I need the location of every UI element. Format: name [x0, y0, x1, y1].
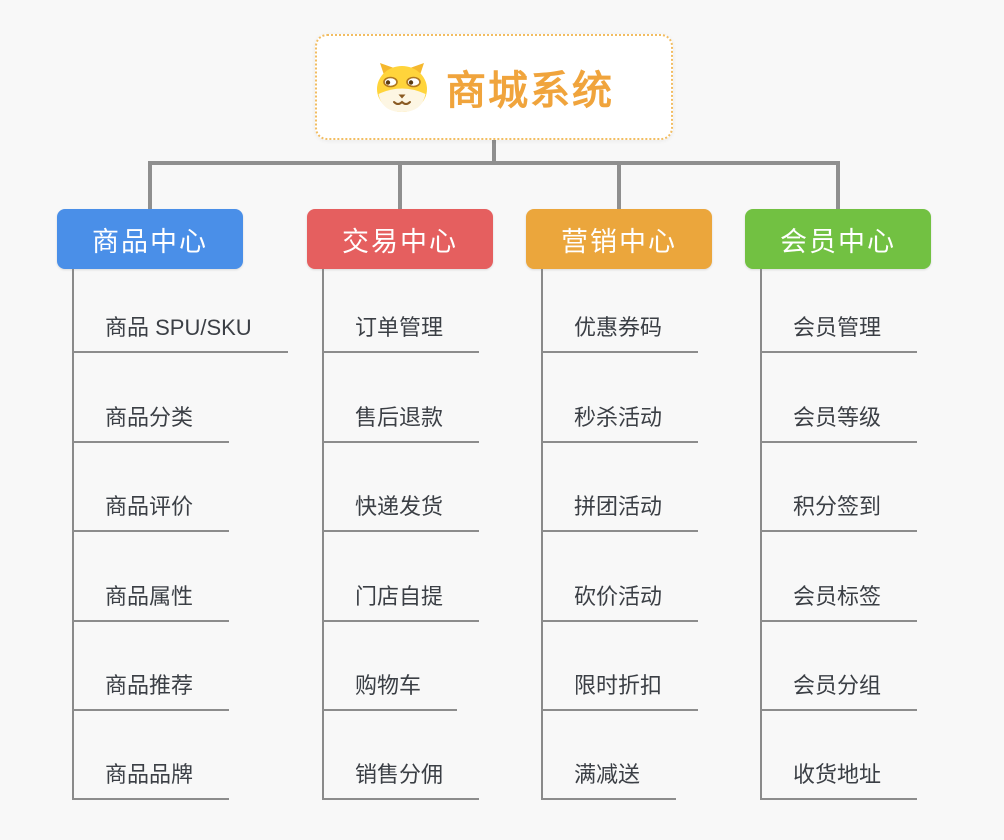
branch-child-rail [72, 269, 74, 800]
branch-marketing-center: 营销中心 优惠券码 秒杀活动 拼团活动 砍价活动 限时折扣 满减送 [526, 209, 846, 809]
child-topic[interactable]: 门店自提 [322, 580, 480, 622]
connector-horizontal-rail [148, 161, 840, 165]
child-topic[interactable]: 会员分组 [760, 669, 918, 711]
connector-root-stub [492, 140, 496, 164]
child-topic[interactable]: 会员等级 [760, 401, 918, 443]
child-topic[interactable]: 购物车 [322, 669, 458, 711]
connector-drop-product-center [148, 163, 152, 210]
child-topic[interactable]: 优惠券码 [541, 311, 699, 353]
root-topic-label: 商城系统 [446, 69, 614, 113]
branch-header-member-center[interactable]: 会员中心 [745, 209, 931, 269]
child-topic[interactable]: 会员管理 [760, 311, 918, 353]
child-topic[interactable]: 售后退款 [322, 401, 480, 443]
child-topic[interactable]: 收货地址 [760, 758, 918, 800]
child-topic[interactable]: 商品评价 [72, 490, 230, 532]
child-topic[interactable]: 秒杀活动 [541, 401, 699, 443]
branch-child-rail [541, 269, 543, 800]
child-topic[interactable]: 积分签到 [760, 490, 918, 532]
child-topic[interactable]: 砍价活动 [541, 580, 699, 622]
child-topic[interactable]: 商品属性 [72, 580, 230, 622]
branch-member-center: 会员中心 会员管理 会员等级 积分签到 会员标签 会员分组 收货地址 [745, 209, 1004, 809]
branch-child-rail [322, 269, 324, 800]
child-topic[interactable]: 订单管理 [322, 311, 480, 353]
branch-header-product-center[interactable]: 商品中心 [57, 209, 243, 269]
branch-product-center: 商品中心 商品 SPU/SKU 商品分类 商品评价 商品属性 商品推荐 商品品牌 [57, 209, 377, 809]
child-topic[interactable]: 拼团活动 [541, 490, 699, 532]
child-topic[interactable]: 商品分类 [72, 401, 230, 443]
child-topic[interactable]: 快递发货 [322, 490, 480, 532]
child-topic[interactable]: 会员标签 [760, 580, 918, 622]
branch-trade-center: 交易中心 订单管理 售后退款 快递发货 门店自提 购物车 销售分佣 [307, 209, 627, 809]
dog-face-icon [374, 61, 430, 113]
branch-header-marketing-center[interactable]: 营销中心 [526, 209, 712, 269]
connector-drop-trade-center [398, 163, 402, 210]
child-topic[interactable]: 销售分佣 [322, 758, 480, 800]
branch-header-trade-center[interactable]: 交易中心 [307, 209, 493, 269]
connector-drop-marketing-center [617, 163, 621, 210]
child-topic[interactable]: 商品 SPU/SKU [72, 311, 288, 353]
connector-drop-member-center [836, 163, 840, 210]
root-topic[interactable]: 商城系统 [315, 34, 673, 140]
child-topic[interactable]: 商品品牌 [72, 758, 230, 800]
child-topic[interactable]: 满减送 [541, 758, 677, 800]
child-topic[interactable]: 限时折扣 [541, 669, 699, 711]
child-topic[interactable]: 商品推荐 [72, 669, 230, 711]
branch-child-rail [760, 269, 762, 800]
